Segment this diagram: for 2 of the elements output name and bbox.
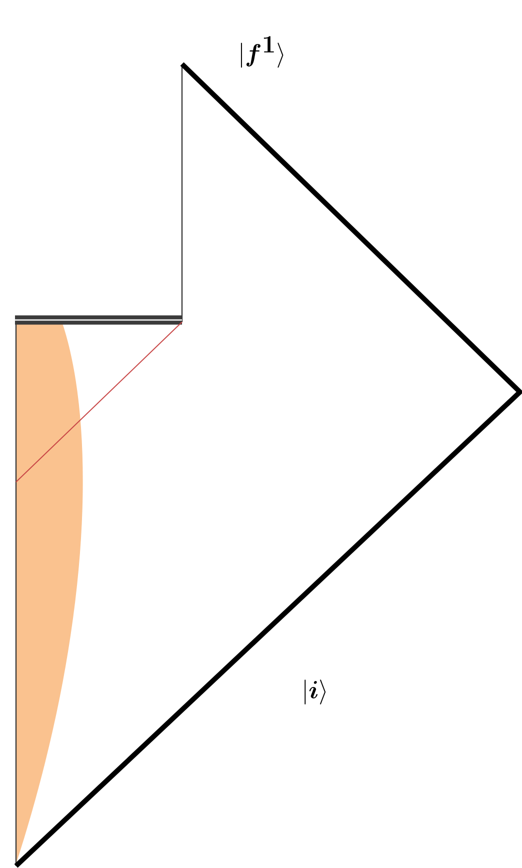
- state-label: $|\boldsymbol{i}\rangle$: [304, 680, 326, 704]
- state-label: $|\boldsymbol{f^{1}}\rangle$: [240, 36, 284, 68]
